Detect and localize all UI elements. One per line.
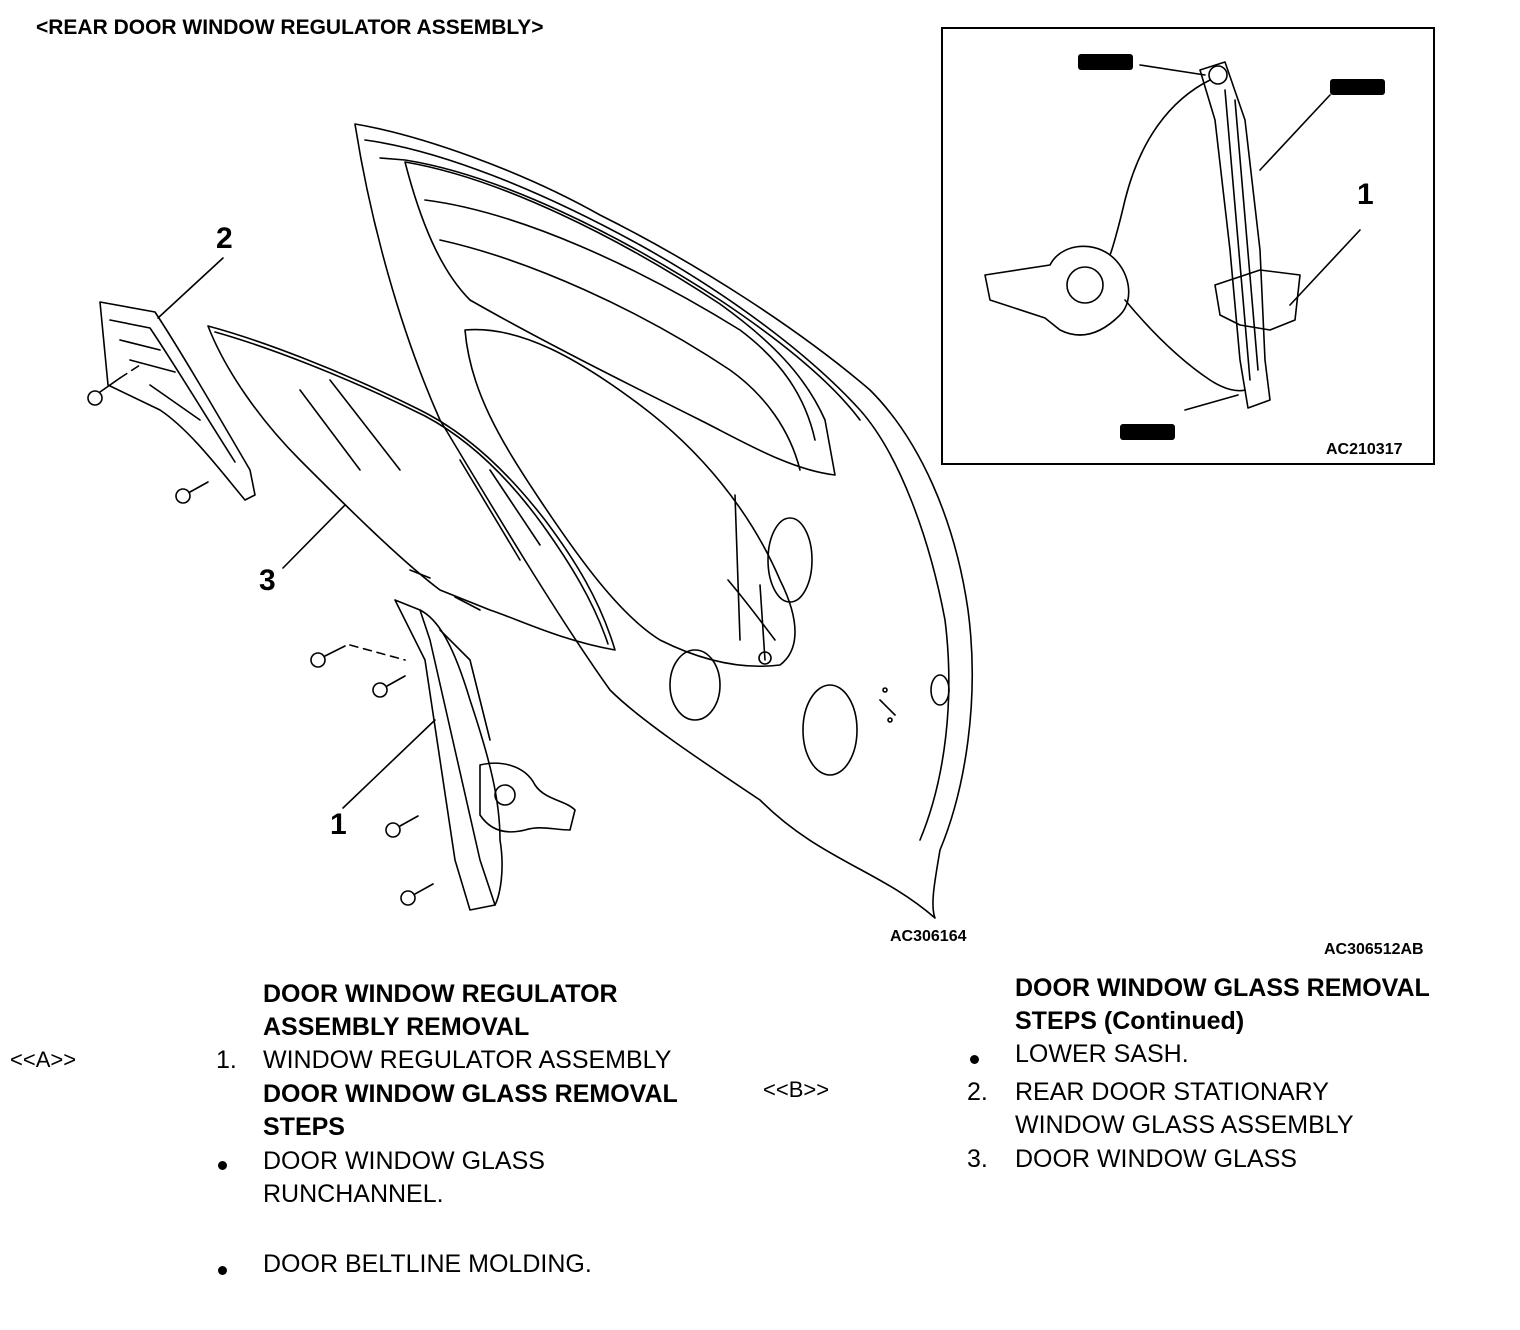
- regulator-motor: [479, 762, 576, 833]
- left-subheading-line2: STEPS: [263, 1113, 345, 1141]
- item3-text: DOOR WINDOW GLASS: [1015, 1145, 1297, 1173]
- item1-text: WINDOW REGULATOR ASSEMBLY: [263, 1046, 672, 1074]
- callout-3: 3: [259, 564, 276, 597]
- right-heading-line1: DOOR WINDOW GLASS REMOVAL: [1015, 974, 1430, 1002]
- item1-number: 1.: [216, 1046, 237, 1074]
- inset-detail-frame: [941, 27, 1435, 465]
- inset-callout-1: 1: [1357, 178, 1374, 211]
- left-bullet1-line1: DOOR WINDOW GLASS: [263, 1147, 545, 1175]
- marker-b: <<B>>: [763, 1077, 830, 1102]
- inset-figure-code: AC210317: [1326, 441, 1403, 458]
- callout-1: 1: [330, 808, 347, 841]
- left-subheading-line1: DOOR WINDOW GLASS REMOVAL: [263, 1080, 678, 1108]
- marker-a: <<A>>: [10, 1047, 77, 1072]
- inset-regulator-motor: [984, 245, 1130, 336]
- door-window-opening: [404, 161, 836, 476]
- exploded-diagram: [87, 54, 1385, 919]
- item2-number: 2.: [967, 1078, 988, 1106]
- right-heading-line2: STEPS (Continued): [1015, 1007, 1245, 1035]
- door-window-glass: [207, 325, 616, 651]
- grease-icons: [1078, 54, 1385, 440]
- bullet-icon: [218, 1161, 227, 1170]
- left-bullet2: DOOR BELTLINE MOLDING.: [263, 1250, 592, 1278]
- figure-code: AC306512AB: [1324, 941, 1424, 958]
- window-regulator: [394, 599, 496, 911]
- main-figure-code: AC306164: [890, 928, 967, 945]
- callout-2: 2: [216, 222, 233, 255]
- stationary-glass-assembly: [99, 301, 256, 501]
- bolt-icons: [87, 377, 434, 906]
- item2-line2: WINDOW GLASS ASSEMBLY: [1015, 1111, 1354, 1139]
- left-bullet1-line2: RUNCHANNEL.: [263, 1180, 444, 1208]
- page-title: <REAR DOOR WINDOW REGULATOR ASSEMBLY>: [36, 16, 544, 39]
- door-panel: [354, 123, 974, 919]
- inset-regulator-rail: [1199, 61, 1271, 409]
- bullet-icon: [970, 1055, 979, 1064]
- item3-number: 3.: [967, 1145, 988, 1173]
- right-bullet1: LOWER SASH.: [1015, 1040, 1189, 1068]
- item2-line1: REAR DOOR STATIONARY: [1015, 1078, 1329, 1106]
- left-heading-line1: DOOR WINDOW REGULATOR: [263, 980, 618, 1008]
- bullet-icon: [218, 1266, 227, 1275]
- door-inner-panel: [464, 328, 796, 668]
- left-heading-line2: ASSEMBLY REMOVAL: [263, 1013, 530, 1041]
